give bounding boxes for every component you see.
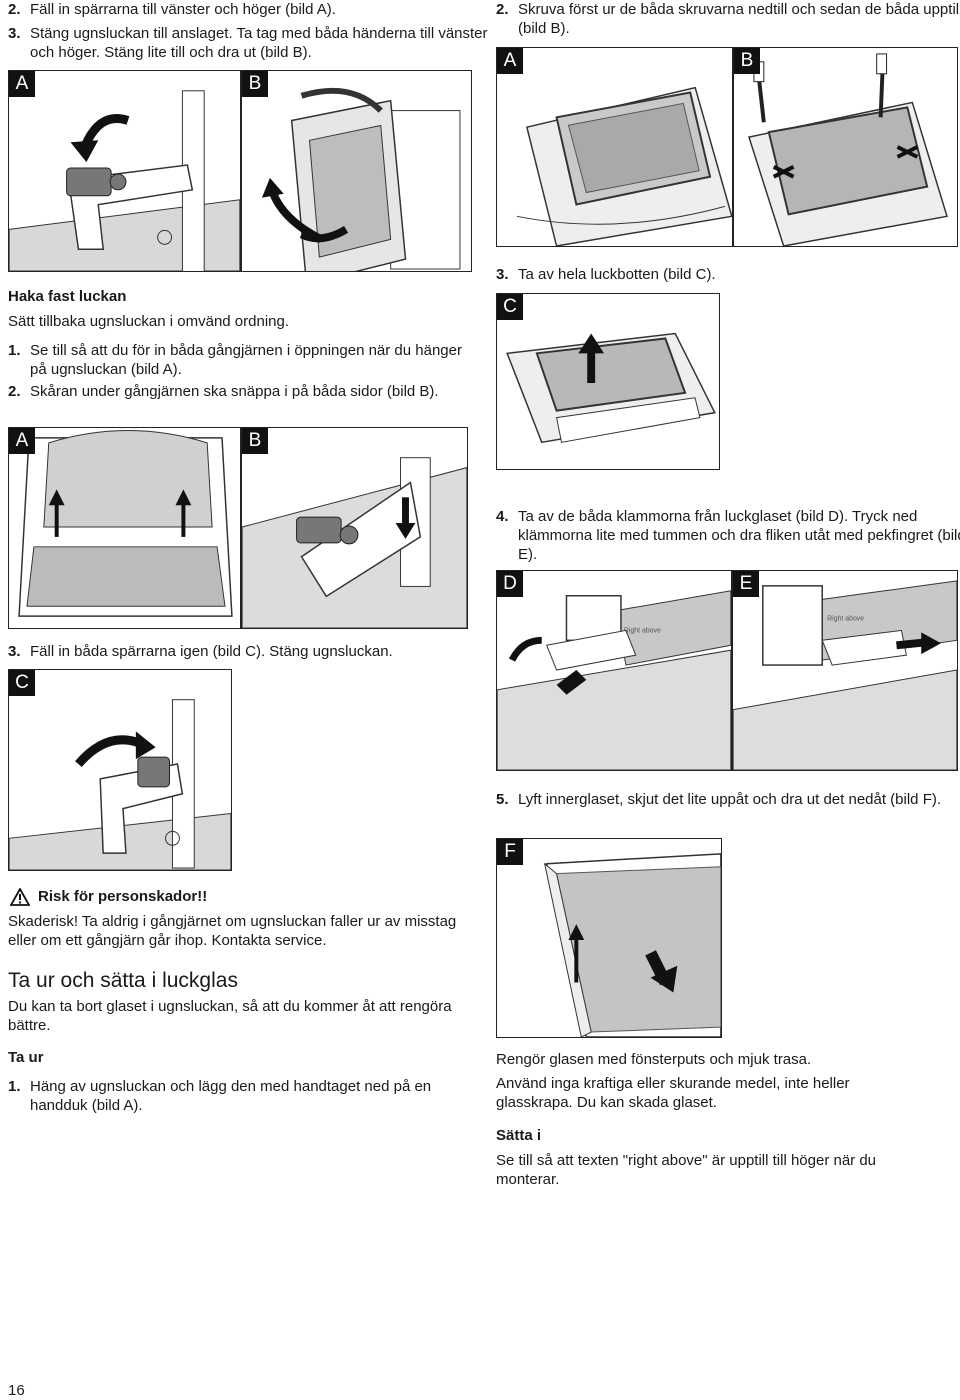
figure-screws: B xyxy=(733,47,958,247)
warning-block: Risk för personskador!! Skaderisk! Ta al… xyxy=(8,887,468,950)
figure-label: D xyxy=(497,571,523,597)
figure-label: E xyxy=(733,571,759,597)
cleaning-text-2: Använd inga kraftiga eller skurande mede… xyxy=(496,1075,850,1111)
lock-fold-illustration xyxy=(9,699,231,870)
step-insert-hinges: 1. Se till så att du för in båda gångjär… xyxy=(8,342,462,378)
step-fold-in-locks: 2. Fäll in spärrarna till vänster och hö… xyxy=(8,1,336,18)
hook-door-intro: Sätt tillbaka ugnsluckan i omvänd ordnin… xyxy=(8,313,290,330)
figure-label: B xyxy=(734,48,760,74)
screwdriver-illustration xyxy=(748,53,948,246)
glass-slide-illustration xyxy=(543,853,721,1037)
figure-label: A xyxy=(497,48,523,74)
door-base-illustration xyxy=(516,86,732,246)
figure-label: C xyxy=(497,294,523,320)
warning-triangle-icon xyxy=(10,888,30,906)
figure-insert-hinges: A xyxy=(8,427,241,629)
step-notch-snaps: 2. Skåran under gångjärnen ska snäppa i … xyxy=(8,383,439,400)
figure-hinge-fold: A xyxy=(8,70,241,272)
figure-remove-door: B xyxy=(241,70,472,272)
figure-clips-e: E Right above xyxy=(732,570,958,771)
figure-notch-snaps: B xyxy=(241,427,468,629)
figure-label: A xyxy=(9,428,35,454)
section-intro: Du kan ta bort glaset i ugnsluckan, så a… xyxy=(8,998,452,1034)
clip-pull-illustration: Right above xyxy=(733,580,957,770)
step-fold-locks-close: 3. Fäll in båda spärrarna igen (bild C).… xyxy=(8,643,393,660)
figure-inner-glass: F xyxy=(496,838,722,1038)
step-lift-inner-glass: 5. Lyft innerglaset, skjut det lite uppå… xyxy=(496,791,942,808)
hinge-snap-illustration xyxy=(242,457,467,628)
hook-door-heading: Haka fast luckan xyxy=(8,288,127,305)
warning-title: Risk för personskador!! xyxy=(38,888,208,905)
figure-label: B xyxy=(242,71,268,97)
section-title: Ta ur och sätta i luckglas xyxy=(8,969,238,992)
door-hinges-illustration xyxy=(18,430,233,617)
figure-fold-locks: C xyxy=(8,669,232,871)
figure-label: B xyxy=(242,428,268,454)
figure-door-base: A xyxy=(496,47,733,247)
step-hang-off-door: 1. Häng av ugnsluckan och lägg den med h… xyxy=(8,1078,432,1114)
step-remove-base: 3. Ta av hela luckbotten (bild C). xyxy=(496,266,716,283)
page-number: 16 xyxy=(8,1382,25,1399)
insert-heading: Sätta i xyxy=(496,1127,542,1144)
step-remove-clips: 4. Ta av de båda klammorna från luckglas… xyxy=(496,508,960,563)
clip-press-illustration: Right above xyxy=(497,590,731,770)
insert-text: Se till så att texten "right above" är u… xyxy=(496,1152,877,1188)
step-unscrew: 2. Skruva först ur de båda skruvarna ned… xyxy=(496,1,960,37)
step-close-door: 3. Stäng ugnsluckan till anslaget. Ta ta… xyxy=(8,25,488,61)
cleaning-text-1: Rengör glasen med fönsterputs och mjuk t… xyxy=(496,1051,812,1068)
figure-label: C xyxy=(9,670,35,696)
glass-print-text: Right above xyxy=(827,616,864,623)
hinge-illustration xyxy=(9,90,240,271)
figure-remove-base: C xyxy=(496,293,720,470)
door-removal-illustration xyxy=(261,87,461,271)
figure-label: F xyxy=(497,839,523,865)
figure-label: A xyxy=(9,71,35,97)
remove-heading: Ta ur xyxy=(8,1049,44,1066)
door-bottom-illustration xyxy=(506,332,716,444)
figure-clips-d: D Right above xyxy=(496,570,732,771)
warning-text: Skaderisk! Ta aldrig i gångjärnet om ugn… xyxy=(8,913,457,949)
glass-print-text: Right above xyxy=(624,627,661,634)
